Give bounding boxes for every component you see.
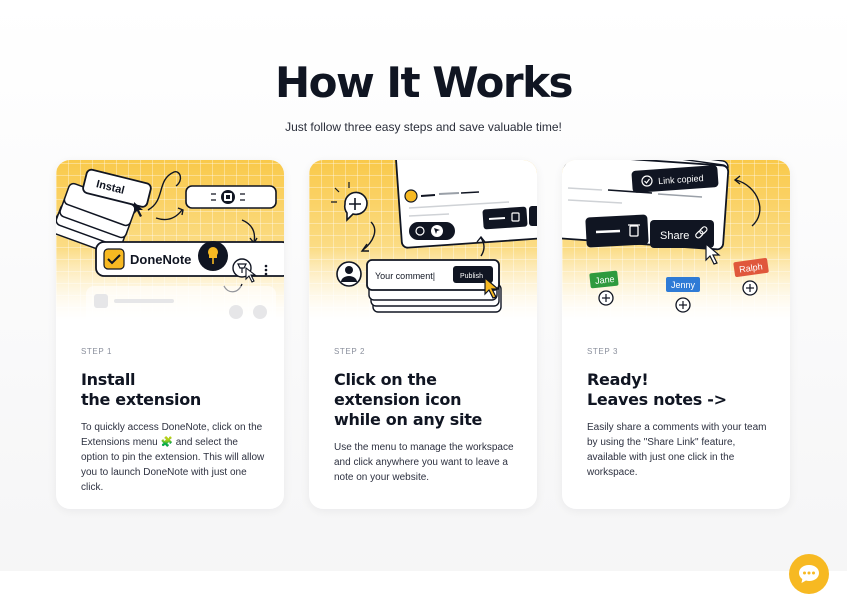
share-illustration-svg: Link copied Share Jane (562, 160, 769, 313)
step-description: To quickly access DoneNote, click on the… (81, 422, 265, 493)
check-icon (103, 248, 125, 270)
svg-text:Link copied: Link copied (658, 173, 704, 186)
click-illustration-svg: Your comment| Publish (331, 160, 537, 313)
step-label: STEP 2 (334, 347, 366, 356)
svg-text:Jane: Jane (595, 274, 615, 286)
cursor-icon (245, 266, 257, 283)
publish-button (453, 266, 493, 283)
step-heading: Ready! Leaves notes -> (587, 370, 727, 409)
step-heading: Click on the extension icon while on any… (334, 370, 483, 429)
step-card-click-icon: Your comment| Publish STEP 2 Click on th… (309, 160, 537, 509)
step-card-ready: Link copied Share Jane (562, 160, 790, 509)
cursor-icon (705, 242, 721, 265)
tag-jane: Jane (589, 270, 619, 306)
add-note-icon (343, 191, 368, 222)
trash-icon (628, 224, 640, 237)
more-icon (264, 264, 268, 276)
step-label: STEP 1 (81, 347, 113, 356)
avatar-icon (336, 261, 362, 287)
pin-icon (198, 241, 228, 271)
svg-text:Share: Share (660, 230, 689, 242)
page-footer-band (0, 571, 847, 600)
link-icon (695, 226, 708, 239)
tag-ralph: Ralph (733, 257, 769, 296)
step-1-illustration: Instal DoneNote (56, 160, 284, 320)
comment-placeholder: Your comment| (375, 271, 435, 281)
step-card-install: Instal DoneNote (56, 160, 284, 509)
link-copied-toast: Link copied (631, 165, 719, 193)
step-description: Use the menu to manage the workspace and… (334, 442, 514, 483)
step-description: Easily share a comments with your team b… (587, 422, 767, 478)
chat-button[interactable] (789, 554, 829, 594)
step-heading: Install the extension (81, 370, 202, 409)
svg-text:Jenny: Jenny (671, 280, 696, 290)
trash-icon (511, 212, 520, 222)
tag-jenny: Jenny (666, 277, 700, 313)
page-title: How It Works (274, 58, 574, 107)
svg-text:Ralph: Ralph (739, 261, 764, 274)
install-illustration-svg: Instal DoneNote (56, 168, 284, 320)
chat-bubble-icon (799, 565, 819, 583)
page-subtitle: Just follow three easy steps and save va… (285, 120, 562, 134)
cursor-icon (134, 202, 143, 217)
check-circle-icon (641, 175, 653, 187)
svg-text:Publish: Publish (460, 273, 483, 280)
app-name: DoneNote (130, 252, 191, 267)
step-2-illustration: Your comment| Publish (309, 160, 537, 320)
step-label: STEP 3 (587, 347, 619, 356)
puzzle-icon (221, 190, 235, 204)
step-3-illustration: Link copied Share Jane (562, 160, 790, 320)
share-link-button (650, 220, 714, 248)
cursor-icon (484, 276, 500, 299)
